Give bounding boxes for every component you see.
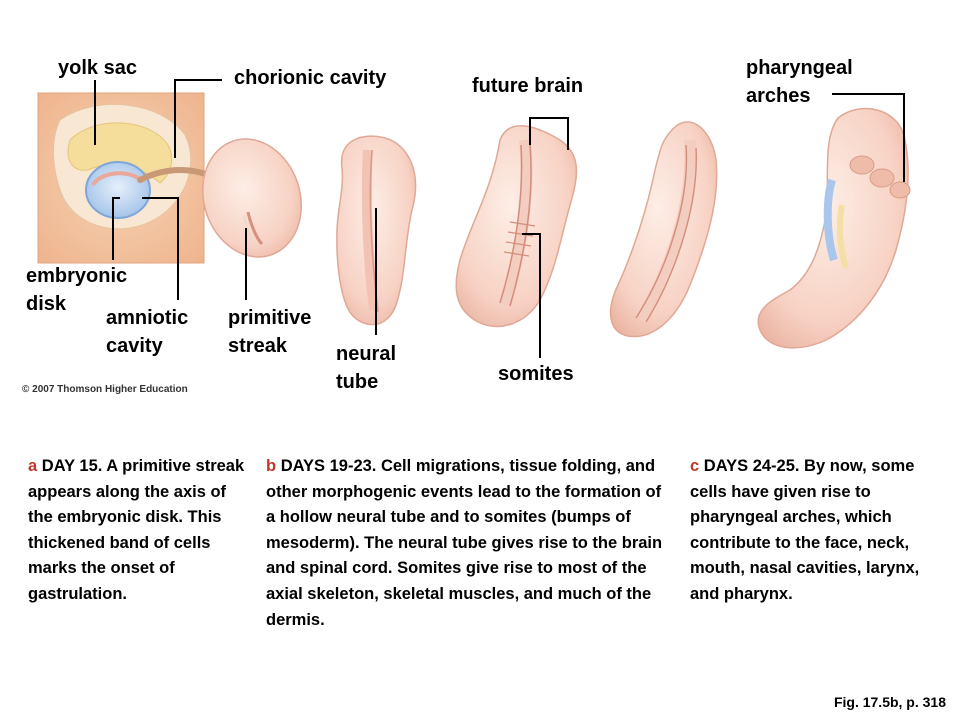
- label-pharyngeal-arches: pharyngeal arches: [746, 54, 853, 110]
- caption-c-letter: c: [690, 457, 700, 475]
- leader-embryonic-disk: [112, 197, 120, 260]
- somite-embryo: [609, 121, 718, 338]
- label-primitive-line1: primitive: [228, 307, 312, 329]
- leader-somites: [522, 233, 541, 358]
- label-amniotic-line1: amniotic: [106, 307, 189, 329]
- pharyngeal-arch-embryo: [757, 107, 911, 349]
- figure-reference: Fig. 17.5b, p. 318: [833, 694, 946, 710]
- caption-b-letter: b: [266, 457, 277, 475]
- caption-c: c DAYS 24-25. By now, some cells have gi…: [690, 454, 926, 608]
- caption-b-text: DAYS 19-23. Cell migrations, tissue fold…: [266, 457, 663, 629]
- leader-chorionic-cavity: [174, 79, 222, 158]
- label-amniotic-cavity: amniotic cavity: [106, 304, 188, 360]
- label-chorionic-cavity: chorionic cavity: [234, 67, 387, 89]
- embryo-development-illustration: [37, 79, 911, 358]
- label-embryonic-line2: disk: [26, 293, 67, 315]
- caption-b: b DAYS 19-23. Cell migrations, tissue fo…: [266, 454, 668, 633]
- label-embryonic-line1: embryonic: [26, 265, 128, 287]
- label-somites: somites: [498, 363, 574, 385]
- label-neural-line2: tube: [336, 371, 379, 393]
- label-primitive-streak: primitive streak: [228, 304, 311, 360]
- label-yolk-sac: yolk sac: [58, 57, 137, 79]
- embryonic-disk-oval: [201, 138, 303, 258]
- label-neural-tube: neural tube: [336, 340, 396, 396]
- label-pharyngeal-line1: pharyngeal: [746, 57, 853, 79]
- neural-tube-embryo: [455, 124, 578, 328]
- leader-future-brain: [529, 117, 569, 150]
- label-future-brain: future brain: [472, 75, 584, 97]
- day15-implantation-box: [37, 92, 205, 264]
- leader-lines: [94, 79, 905, 358]
- caption-a-text: DAY 15. A primitive streak appears along…: [28, 457, 245, 603]
- caption-a-letter: a: [28, 457, 38, 475]
- label-primitive-line2: streak: [228, 335, 287, 357]
- label-amniotic-line2: cavity: [106, 335, 163, 357]
- label-pharyngeal-line2: arches: [746, 85, 811, 107]
- label-neural-line1: neural: [336, 343, 397, 365]
- caption-c-text: DAYS 24-25. By now, some cells have give…: [690, 457, 920, 603]
- copyright-notice: © 2007 Thomson Higher Education: [22, 384, 188, 395]
- leader-amniotic-cavity: [142, 197, 179, 300]
- label-embryonic-disk: embryonic disk: [26, 262, 127, 318]
- caption-a: a DAY 15. A primitive streak appears alo…: [28, 454, 250, 608]
- leader-pharyngeal-arches: [832, 93, 905, 182]
